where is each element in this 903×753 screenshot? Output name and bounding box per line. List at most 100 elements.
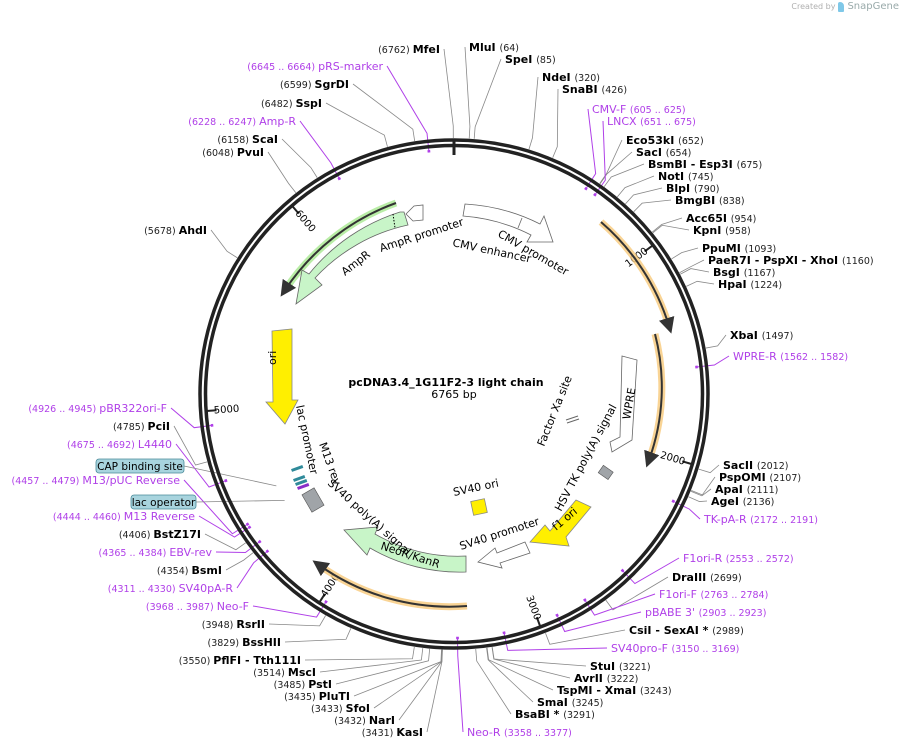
enzyme-site[interactable]: CsiI - SexAI * (2989)	[629, 624, 744, 637]
enzyme-site[interactable]: BsgI (1167)	[713, 266, 775, 279]
enzyme-site[interactable]: (3948) RsrII	[202, 618, 265, 631]
enzyme-site[interactable]: (3829) BssHII	[208, 636, 281, 649]
enzyme-site[interactable]: SnaBI (426)	[562, 83, 627, 96]
feature-ori[interactable]	[265, 328, 299, 425]
enzyme-site[interactable]: ApaI (2111)	[715, 483, 778, 496]
enzyme-name: DraIII	[672, 571, 710, 584]
enzyme-site[interactable]: (6158) ScaI	[217, 133, 278, 146]
primer-site[interactable]: CMV-F (605 .. 625)	[592, 103, 686, 116]
enzyme-site[interactable]: NotI (745)	[658, 170, 714, 183]
feature-ampr-promoter[interactable]	[405, 204, 424, 222]
enzyme-site[interactable]: (3435) PluTI	[284, 690, 350, 703]
enzyme-site[interactable]: (3433) SfoI	[311, 702, 370, 715]
enzyme-site[interactable]: AvrII (3222)	[574, 672, 638, 685]
enzyme-site[interactable]: (5678) AhdI	[144, 224, 207, 237]
feature-sv40-ori[interactable]	[470, 498, 488, 516]
enzyme-site[interactable]: BmgBI (838)	[675, 194, 745, 207]
enzyme-site[interactable]: BlpI (790)	[666, 182, 720, 195]
enzyme-site[interactable]: SmaI (3245)	[537, 696, 603, 709]
enzyme-site[interactable]: (3485) PstI	[274, 678, 332, 691]
feature-factor-xa[interactable]	[565, 415, 580, 424]
enzyme-position: (4354)	[157, 566, 192, 577]
enzyme-site[interactable]: (6482) SspI	[261, 97, 322, 110]
enzyme-site[interactable]: (4406) BstZ17I	[119, 528, 201, 541]
enzyme-site[interactable]: StuI (3221)	[590, 660, 651, 673]
enzyme-site[interactable]: Acc65I (954)	[686, 212, 756, 225]
tick-label: 6000	[292, 208, 317, 234]
enzyme-site[interactable]: Eco53kI (652)	[626, 134, 704, 147]
primer-site[interactable]: (6228 .. 6247) Amp-R	[188, 115, 296, 128]
primer-site[interactable]: F1ori-R (2553 .. 2572)	[683, 552, 794, 565]
primer-site[interactable]: WPRE-R (1562 .. 1582)	[733, 350, 848, 363]
primer-range: (1562 .. 1582)	[780, 352, 848, 363]
enzyme-site[interactable]: (4785) PciI	[113, 420, 170, 433]
enzyme-site[interactable]: SpeI (85)	[505, 53, 556, 66]
enzyme-name: MscI	[288, 666, 316, 679]
primer-site[interactable]: (4311 .. 4330) SV40pA-R	[108, 582, 234, 595]
enzyme-position: (1093)	[745, 244, 777, 255]
feature-sv40-polya[interactable]	[301, 487, 325, 513]
enzyme-site[interactable]: (6762) MfeI	[378, 43, 440, 56]
enzyme-site[interactable]: HpaI (1224)	[718, 278, 782, 291]
enzyme-name: TspMI - XmaI	[557, 684, 640, 697]
enzyme-position: (3829)	[208, 638, 243, 649]
feature-callout[interactable]: CAP binding site	[95, 458, 185, 474]
primer-site[interactable]: TK-pA-R (2172 .. 2191)	[703, 513, 818, 526]
feature-callout[interactable]: lac operator	[130, 494, 197, 510]
enzyme-site[interactable]: SacII (2012)	[723, 459, 788, 472]
enzyme-site[interactable]: PaeR7I - PspXI - XhoI (1160)	[708, 254, 874, 267]
enzyme-site[interactable]: XbaI (1497)	[730, 329, 793, 342]
feature-cmv[interactable]	[462, 203, 554, 243]
enzyme-position: (652)	[678, 136, 704, 147]
primer-site[interactable]: (4444 .. 4460) M13 Reverse	[53, 510, 195, 523]
primer-site[interactable]: F1ori-F (2763 .. 2784)	[659, 588, 768, 601]
enzyme-name: PciI	[148, 420, 170, 433]
feature-ampr[interactable]	[295, 211, 409, 305]
feature-hsv-tk-polya[interactable]	[597, 464, 614, 480]
enzyme-site[interactable]: (3432) NarI	[334, 714, 395, 727]
feature-lac-region[interactable]	[291, 465, 310, 490]
enzyme-site[interactable]: AgeI (2136)	[711, 495, 774, 508]
primer-site[interactable]: (4926 .. 4945) pBR322ori-F	[28, 402, 167, 415]
enzyme-name: MluI	[469, 41, 499, 54]
enzyme-name: PpuMI	[702, 242, 745, 255]
primer-name: Amp-R	[259, 115, 296, 128]
primer-site[interactable]: (3968 .. 3987) Neo-F	[146, 600, 249, 613]
feature-wpre[interactable]	[609, 355, 638, 453]
enzyme-site[interactable]: (3514) MscI	[253, 666, 316, 679]
enzyme-position: (64)	[499, 43, 519, 54]
enzyme-site[interactable]: NdeI (320)	[542, 71, 600, 84]
enzyme-site[interactable]: SacI (654)	[636, 146, 691, 159]
enzyme-site[interactable]: BsmBI - Esp3I (675)	[648, 158, 762, 171]
enzyme-position: (1224)	[750, 280, 782, 291]
primer-site[interactable]: SV40pro-F (3150 .. 3169)	[611, 642, 739, 655]
enzyme-site[interactable]: (4354) BsmI	[157, 564, 222, 577]
feature-sv40-promoter[interactable]	[477, 541, 531, 569]
primer-site[interactable]: (4675 .. 4692) L4440	[67, 438, 172, 451]
enzyme-site[interactable]: (6599) SgrDI	[280, 78, 349, 91]
enzyme-position: (3243)	[640, 686, 672, 697]
enzyme-site[interactable]: BsaBI * (3291)	[515, 708, 595, 721]
plasmid-length: 6765 bp	[431, 388, 476, 401]
enzyme-site[interactable]: KpnI (958)	[693, 224, 751, 237]
primer-site[interactable]: pBABE 3' (2903 .. 2923)	[645, 606, 766, 619]
enzyme-position: (2111)	[747, 485, 779, 496]
primer-site[interactable]: LNCX (651 .. 675)	[607, 115, 696, 128]
primer-site[interactable]: Neo-R (3358 .. 3377)	[467, 726, 572, 739]
enzyme-site[interactable]: PpuMI (1093)	[702, 242, 776, 255]
enzyme-site[interactable]: (3431) KasI	[362, 726, 423, 739]
feature-f1-ori[interactable]	[529, 499, 592, 547]
feature-neor[interactable]	[343, 526, 467, 573]
enzyme-position: (320)	[574, 73, 600, 84]
enzyme-site[interactable]: (6048) PvuI	[202, 146, 264, 159]
enzyme-site[interactable]: (3550) PflFI - Tth111I	[179, 654, 301, 667]
primer-site[interactable]: (4457 .. 4479) M13/pUC Reverse	[12, 474, 181, 487]
enzyme-site[interactable]: DraIII (2699)	[672, 571, 742, 584]
enzyme-position: (958)	[725, 226, 751, 237]
credit-prefix: Created by	[791, 2, 836, 11]
enzyme-site[interactable]: TspMI - XmaI (3243)	[557, 684, 672, 697]
primer-site[interactable]: (6645 .. 6664) pRS-marker	[247, 60, 383, 73]
primer-site[interactable]: (4365 .. 4384) EBV-rev	[99, 546, 213, 559]
enzyme-site[interactable]: MluI (64)	[469, 41, 519, 54]
enzyme-site[interactable]: PspOMI (2107)	[719, 471, 801, 484]
